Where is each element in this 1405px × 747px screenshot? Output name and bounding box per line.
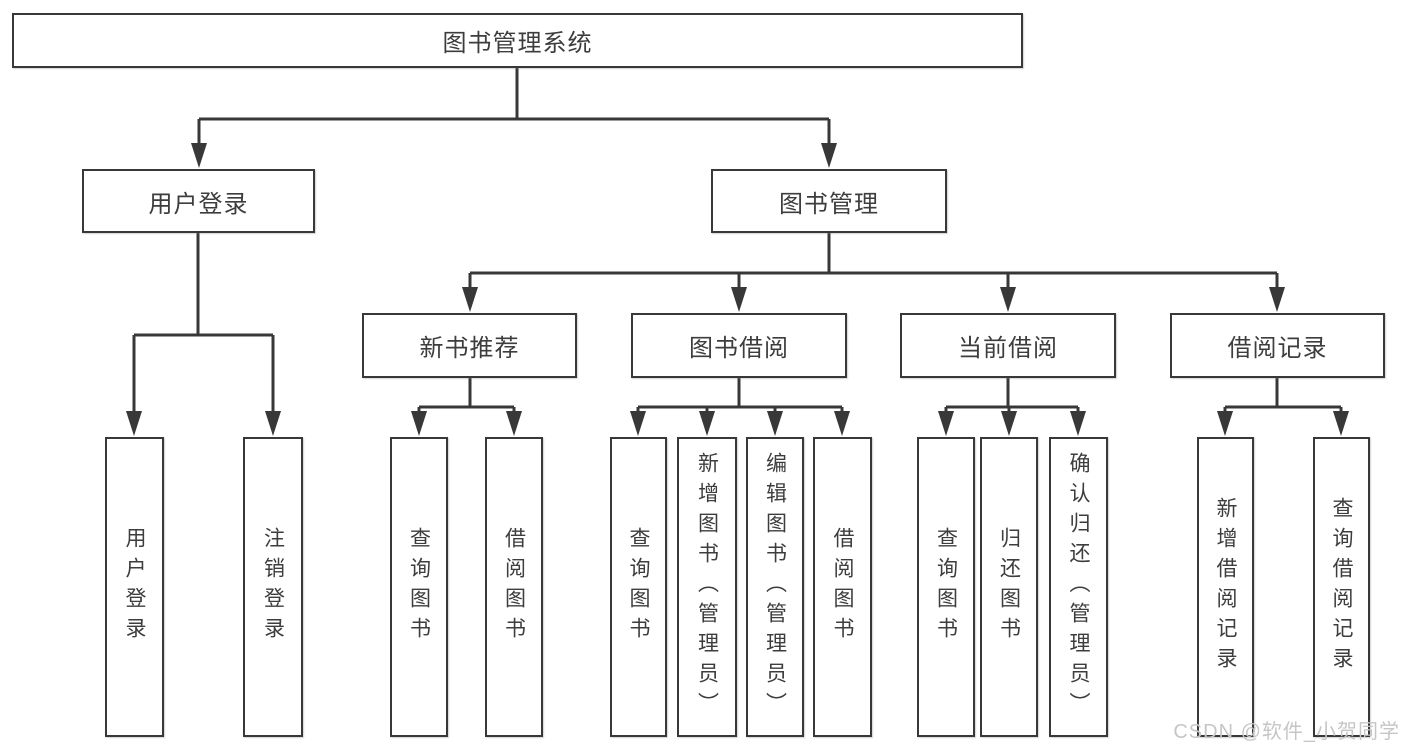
arrowhead-6-1 [938,411,954,436]
arrowhead-6-2 [1001,411,1017,436]
node-user-login-label: 用户登录 [148,190,249,218]
node-book-borrow-label: 图书借阅 [689,335,789,362]
leaf-user-login: 用户登录 [105,437,164,737]
leaf-return-book: 归还图书 [980,437,1038,737]
connector-group-4 [417,378,516,417]
node-current-borrow: 当前借阅 [900,313,1116,378]
arrowhead-1-2 [821,143,837,168]
arrowhead-4-1 [411,411,427,436]
arrowhead-5-2 [699,411,715,436]
node-root-label: 图书管理系统 [442,30,593,57]
arrowhead-5-1 [630,411,646,436]
leaf-borrow-book-under-recommend-label: 借阅图书 [502,527,526,647]
arrowhead-7-2 [1333,411,1349,436]
node-book-borrow: 图书借阅 [631,313,847,378]
connector-group-2 [132,233,275,417]
leaf-return-book-label: 归还图书 [997,527,1021,647]
connector-group-3 [468,233,1279,293]
leaf-edit-book-admin: 编辑图书（管理员） [746,437,804,737]
leaf-add-borrow-record: 新增借阅记录 [1197,437,1254,737]
arrowhead-3-1 [462,287,478,312]
arrowhead-3-3 [1000,287,1016,312]
leaf-query-book-under-borrow: 查询图书 [610,437,667,737]
node-borrow-record-label: 借阅记录 [1227,335,1328,362]
node-current-borrow-label: 当前借阅 [958,335,1058,362]
leaf-borrow-book-under-borrow-label: 借阅图书 [831,527,854,647]
node-new-book-recommend: 新书推荐 [362,313,577,378]
node-new-book-recommend-label: 新书推荐 [419,335,520,362]
leaf-query-book-under-borrow-label: 查询图书 [627,527,650,647]
arrowhead-6-3 [1070,411,1086,436]
csdn-watermark: CSDN @软件_小贺同学 [1173,721,1400,743]
leaf-query-borrow-record: 查询借阅记录 [1313,437,1370,737]
leaf-borrow-book-under-recommend: 借阅图书 [485,437,543,737]
node-user-login: 用户登录 [82,169,315,233]
leaf-logout-label: 注销登录 [261,527,285,647]
arrowhead-1-1 [191,143,207,168]
arrowhead-4-2 [506,411,522,436]
node-book-management: 图书管理 [711,169,947,233]
leaf-query-borrow-record-label: 查询借阅记录 [1330,497,1353,677]
leaf-borrow-book-under-borrow: 借阅图书 [813,437,872,737]
arrowhead-2-2 [265,411,281,436]
arrowhead-7-1 [1217,411,1233,436]
leaf-query-book-under-current: 查询图书 [917,437,975,737]
leaf-confirm-return-admin: 确认归还（管理员） [1049,437,1108,737]
leaf-query-book-under-recommend-label: 查询图书 [407,527,431,647]
leaf-query-book-under-current-label: 查询图书 [934,527,958,647]
arrowhead-3-2 [731,287,747,312]
node-borrow-record: 借阅记录 [1170,313,1385,378]
leaf-confirm-return-admin-label: 确认归还（管理员） [1067,452,1090,722]
arrowhead-5-4 [834,411,850,436]
leaf-edit-book-admin-label: 编辑图书（管理员） [763,452,787,722]
connector-group-5 [636,378,844,417]
arrowhead-2-1 [126,411,142,436]
leaf-user-login-label: 用户登录 [123,527,146,647]
arrowhead-5-3 [767,411,783,436]
leaf-logout: 注销登录 [243,437,303,737]
connector-group-7 [1223,378,1343,417]
node-book-management-label: 图书管理 [779,190,879,218]
leaf-add-borrow-record-label: 新增借阅记录 [1214,497,1237,677]
arrowhead-3-4 [1269,287,1285,312]
connector-group-1 [197,68,831,149]
leaf-query-book-under-recommend: 查询图书 [390,437,448,737]
leaf-add-book-admin-label: 新增图书（管理员） [695,452,719,722]
leaf-add-book-admin: 新增图书（管理员） [677,437,737,737]
node-root: 图书管理系统 [12,13,1023,68]
